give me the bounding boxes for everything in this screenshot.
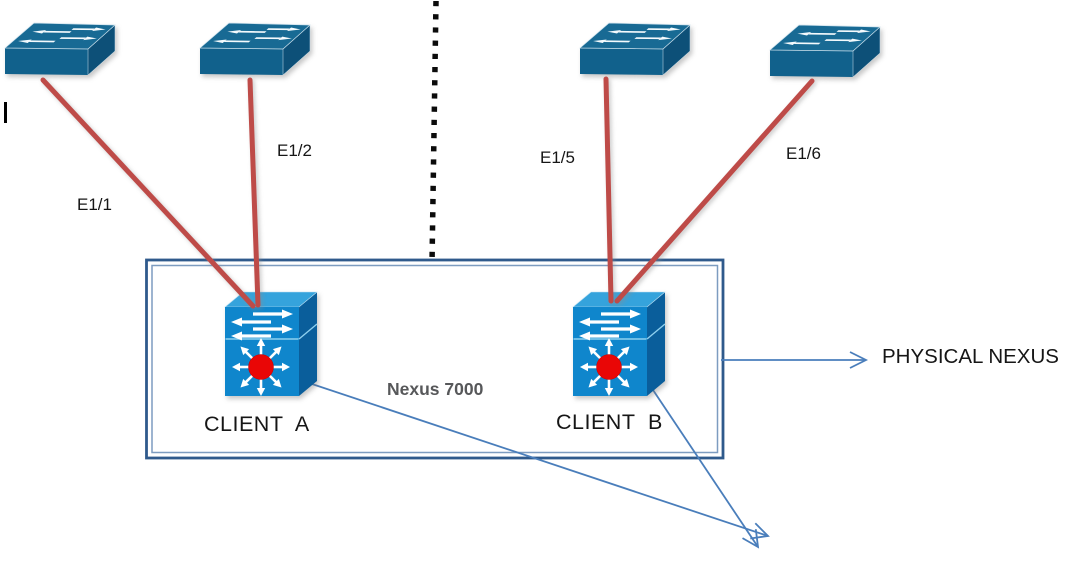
link-e1-5	[603, 76, 614, 304]
client-a-label: CLIENT A	[204, 412, 310, 436]
switch-icon-4	[770, 25, 880, 77]
link-e1-1	[40, 77, 256, 309]
port-label-e1-2: E1/2	[277, 141, 312, 160]
text-cursor-artifact	[4, 102, 7, 123]
physical-nexus-box-inner	[151, 264, 719, 454]
nexus-client-b-icon	[573, 292, 665, 396]
switch-icon-2	[200, 23, 310, 75]
nexus-client-a-icon	[225, 292, 317, 396]
port-label-e1-1: E1/1	[77, 195, 112, 214]
switch-icon-3	[580, 23, 690, 75]
physical-nexus-label: PHYSICAL NEXUS	[882, 345, 1059, 368]
arrow-client-b-to-bottom	[644, 377, 760, 549]
link-e1-6	[614, 78, 815, 304]
arrow-client-a-to-bottom	[302, 380, 770, 540]
port-label-e1-5: E1/5	[540, 148, 575, 167]
arrowhead-icon	[849, 351, 869, 369]
nexus-7000-label: Nexus 7000	[387, 379, 484, 399]
arrow-to-physical-nexus-label	[721, 351, 869, 369]
port-label-e1-6: E1/6	[786, 144, 821, 163]
client-b-label: CLIENT B	[556, 410, 663, 434]
link-e1-2	[247, 77, 261, 308]
arrowhead-icon	[742, 529, 760, 549]
switch-icon-1	[5, 23, 115, 75]
physical-nexus-box	[145, 258, 725, 460]
dashed-divider-line	[429, 0, 439, 264]
